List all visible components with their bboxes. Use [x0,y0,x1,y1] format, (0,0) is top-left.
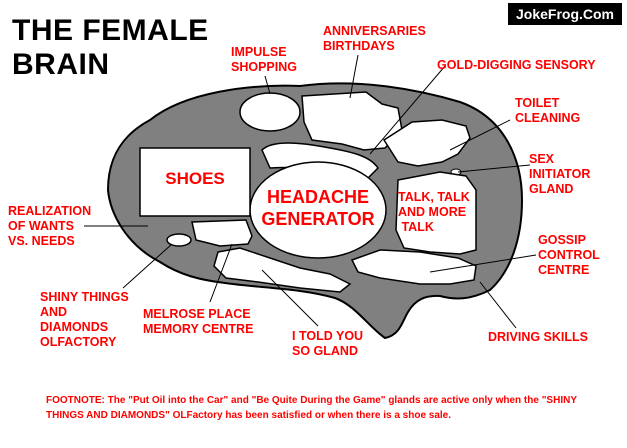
realization-region [166,233,192,247]
gold-label: GOLD-DIGGING SENSORY [437,58,596,72]
told-label: I TOLD YOU SO GLAND [292,329,364,358]
driving-label: DRIVING SKILLS [488,330,589,344]
site-badge: JokeFrog.Com [507,3,622,25]
pointer-lines [84,54,537,329]
footnote: FOOTNOTE: The "Put Oil into the Car" and… [46,395,577,421]
sex-label: SEX INITIATOR GLAND [529,152,591,196]
anniversaries-region [301,91,403,151]
shoes-region [139,147,251,217]
wants-region [191,219,253,247]
told-region [213,247,352,293]
gossip-label: GOSSIP CONTROL CENTRE [538,233,600,277]
talk-region [395,171,477,255]
impulse-label: IMPULSE SHOPPING [231,45,297,74]
talk-label: TALK, TALK AND MORE TALK [398,190,470,234]
page-title: THE FEMALE BRAIN [12,14,209,81]
impulse-region [239,92,301,132]
gossip-region [350,249,477,285]
anniversaries-label: ANNIVERSARIES BIRTHDAYS [323,24,426,53]
melrose-label: MELROSE PLACE MEMORY CENTRE [143,307,254,336]
shiny-label: SHINY THINGS AND DIAMONDS OLFACTORY [40,290,129,349]
realization-label: REALIZATION OF WANTS VS. NEEDS [8,204,92,248]
headache-label: HEADACHE GENERATOR [261,187,375,229]
shoes-label: SHOES [165,169,225,188]
toilet-label: TOILET CLEANING [515,96,581,125]
toilet-cleaning-region [382,119,471,167]
